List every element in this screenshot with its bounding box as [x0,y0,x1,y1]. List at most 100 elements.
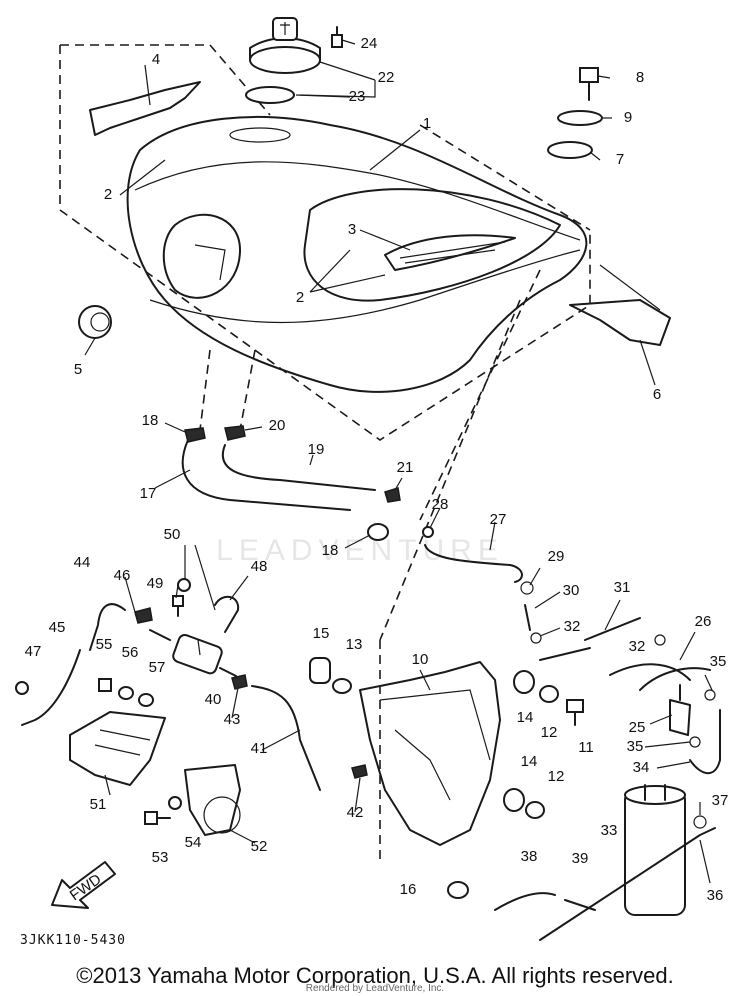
vent-hose-31b [539,647,591,661]
vent-hose-34 [689,709,721,775]
grommet-16 [447,881,469,899]
callout-29: 29 [548,548,565,565]
fuel-hose-41 [251,685,321,791]
callout-41: 41 [251,740,268,757]
forward-direction-arrow: FWD [51,861,116,909]
bolt-washer [557,110,603,126]
callout-16: 16 [400,881,417,898]
callout-40: 40 [205,691,222,708]
clip-29 [520,581,534,595]
watermark: LEADVENTURE [216,534,504,567]
callout-23: 23 [349,88,366,105]
hose-clamp-18b [367,523,389,541]
callout-6: 6 [653,386,661,403]
tank-emblem [384,234,516,271]
leader-lines [84,39,713,884]
hose-clamp-42 [351,764,368,779]
clip-37 [693,815,707,829]
callout-38: 38 [521,848,538,865]
cover-bracket [184,764,241,836]
callout-26: 26 [695,613,712,630]
hose-clamp-21 [384,487,401,503]
callout-2b: 2 [296,289,304,306]
callout-2a: 2 [104,186,112,203]
bolt-53 [144,811,171,825]
callout-17: 17 [140,485,157,502]
callout-55: 55 [96,636,113,653]
fuel-hose-17 [181,439,351,511]
hose-clamp-18a [184,427,206,443]
callout-32b: 32 [629,638,646,655]
grommet-12b [525,801,545,819]
callout-31: 31 [614,579,631,596]
callout-35b: 35 [627,738,644,755]
callout-19: 19 [308,441,325,458]
washer-50 [177,578,191,592]
callout-11: 11 [578,739,594,756]
callout-32a: 32 [564,618,581,635]
tank-decal [89,81,201,136]
callout-labels: 1 2 2 3 4 5 6 7 8 9 10 11 12 12 13 14 14… [25,35,729,904]
callout-18b: 18 [322,542,339,559]
hose-clamp-46 [134,607,153,624]
fuel-hose-19 [222,444,376,491]
callout-43: 43 [224,711,241,728]
fuel-tank [126,116,588,393]
filter-clamp-48 [214,595,240,633]
rollover-valve [669,684,691,736]
callout-34: 34 [633,759,650,776]
callout-9: 9 [624,109,632,126]
filter-cover [69,711,166,786]
callout-49: 49 [147,575,164,592]
tank-to-tray-guide [199,269,541,860]
callout-1: 1 [423,115,431,132]
clip-35b [689,736,701,748]
fuel-cap-gasket [245,86,295,104]
callout-53: 53 [152,849,169,866]
callout-39: 39 [572,850,589,867]
callout-3: 3 [348,221,356,238]
callout-54: 54 [185,834,202,851]
fuel-tray [359,661,501,846]
callout-13: 13 [346,636,363,653]
callout-35a: 35 [710,653,727,670]
callout-10: 10 [412,651,429,668]
callout-12b: 12 [548,768,565,785]
vent-hose-31 [584,617,641,641]
grommet-12a [539,685,559,703]
diagram-code: 3JKK110-5430 [20,933,126,948]
callout-51: 51 [90,796,107,813]
assembly-boundary [59,44,591,441]
joint-30 [524,604,531,631]
copyright-text: ©2013 Yamaha Motor Corporation, U.S.A. A… [76,963,674,988]
rendered-by-text: Rendered by LeadVenture, Inc. [305,983,445,994]
callout-21: 21 [397,459,414,476]
callout-46: 46 [114,567,131,584]
clip-32a [530,632,542,644]
callout-24: 24 [361,35,378,52]
fuel-hose-44 [89,603,126,651]
callout-4: 4 [152,51,160,68]
washer-56 [118,686,134,700]
callout-50: 50 [164,526,181,543]
grommet [78,305,112,339]
drain-hose-39 [564,899,596,911]
clip-47 [15,681,29,695]
spacer-15 [309,657,331,684]
callout-12a: 12 [541,724,558,741]
washer-13 [332,678,352,694]
callout-42: 42 [347,804,364,821]
callout-30: 30 [563,582,580,599]
callout-47: 47 [25,643,42,660]
callout-52: 52 [251,838,268,855]
grommet-14a [513,670,535,694]
fuel-hose-45 [21,649,81,726]
rubber-damper [547,141,593,159]
callout-44: 44 [74,554,91,571]
callout-48: 48 [251,558,268,575]
callout-37: 37 [712,792,729,809]
callout-18a: 18 [142,412,159,429]
callout-14b: 14 [521,753,538,770]
callout-25: 25 [629,719,646,736]
